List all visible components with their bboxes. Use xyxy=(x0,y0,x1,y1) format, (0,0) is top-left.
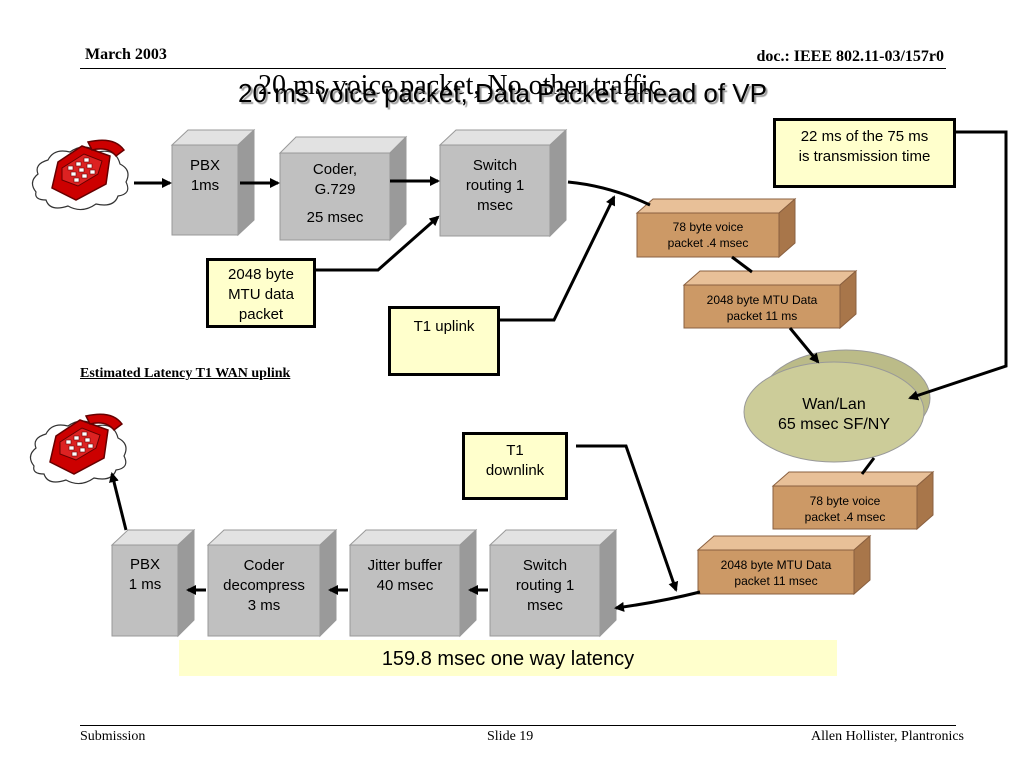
footer-slide-number: Slide 19 xyxy=(487,729,534,744)
arrow-data-to-wan xyxy=(788,327,820,364)
line-voice-to-data xyxy=(731,255,753,274)
arrow-t1-uplink xyxy=(500,195,616,322)
arrow-packet-to-switch xyxy=(614,590,701,612)
line-switch-to-packet xyxy=(567,180,651,207)
callout-t1-uplink: T1 uplink xyxy=(388,306,500,376)
footer-rule xyxy=(80,725,956,726)
telephone-icon-receiver xyxy=(29,413,127,485)
packet-down-data xyxy=(696,534,872,596)
ghost-title: 20 ms voice packet, No other traffic xyxy=(258,70,662,101)
telephone-icon-caller xyxy=(31,139,129,211)
estimate-label: Estimated Latency T1 WAN uplink xyxy=(80,366,291,381)
latency-banner: 159.8 msec one way latency xyxy=(179,640,837,676)
box-switch-bottom xyxy=(488,528,618,638)
packet-up-data xyxy=(682,269,858,330)
header-rule xyxy=(80,68,946,69)
footer-submission: Submission xyxy=(80,729,146,744)
cloud-wan xyxy=(743,349,931,463)
box-pbx-bottom xyxy=(110,528,196,638)
line-wan-to-packet xyxy=(860,457,876,475)
header-doc-id: doc.: IEEE 802.11-03/157r0 xyxy=(756,48,944,65)
arrow-pbx-to-phone xyxy=(109,472,128,531)
box-jitter-bottom xyxy=(348,528,478,638)
page-title: 20 ms voice packet, Data Packet ahead of… xyxy=(238,78,767,108)
coder-top-label: Coder,G.729 25 msec xyxy=(306,161,364,226)
box-switch-top xyxy=(438,128,568,238)
packet-down-voice xyxy=(771,470,935,531)
packet-up-voice xyxy=(635,197,797,259)
footer-author: Allen Hollister, Plantronics xyxy=(810,729,964,744)
arrow-transmission-to-wan xyxy=(908,130,1008,401)
arrow-mtu-to-switch xyxy=(316,215,440,272)
box-coder-top xyxy=(278,135,408,242)
header-date: March 2003 xyxy=(85,46,167,63)
box-decoder-bottom xyxy=(206,528,338,638)
arrow-t1-downlink xyxy=(576,444,679,592)
